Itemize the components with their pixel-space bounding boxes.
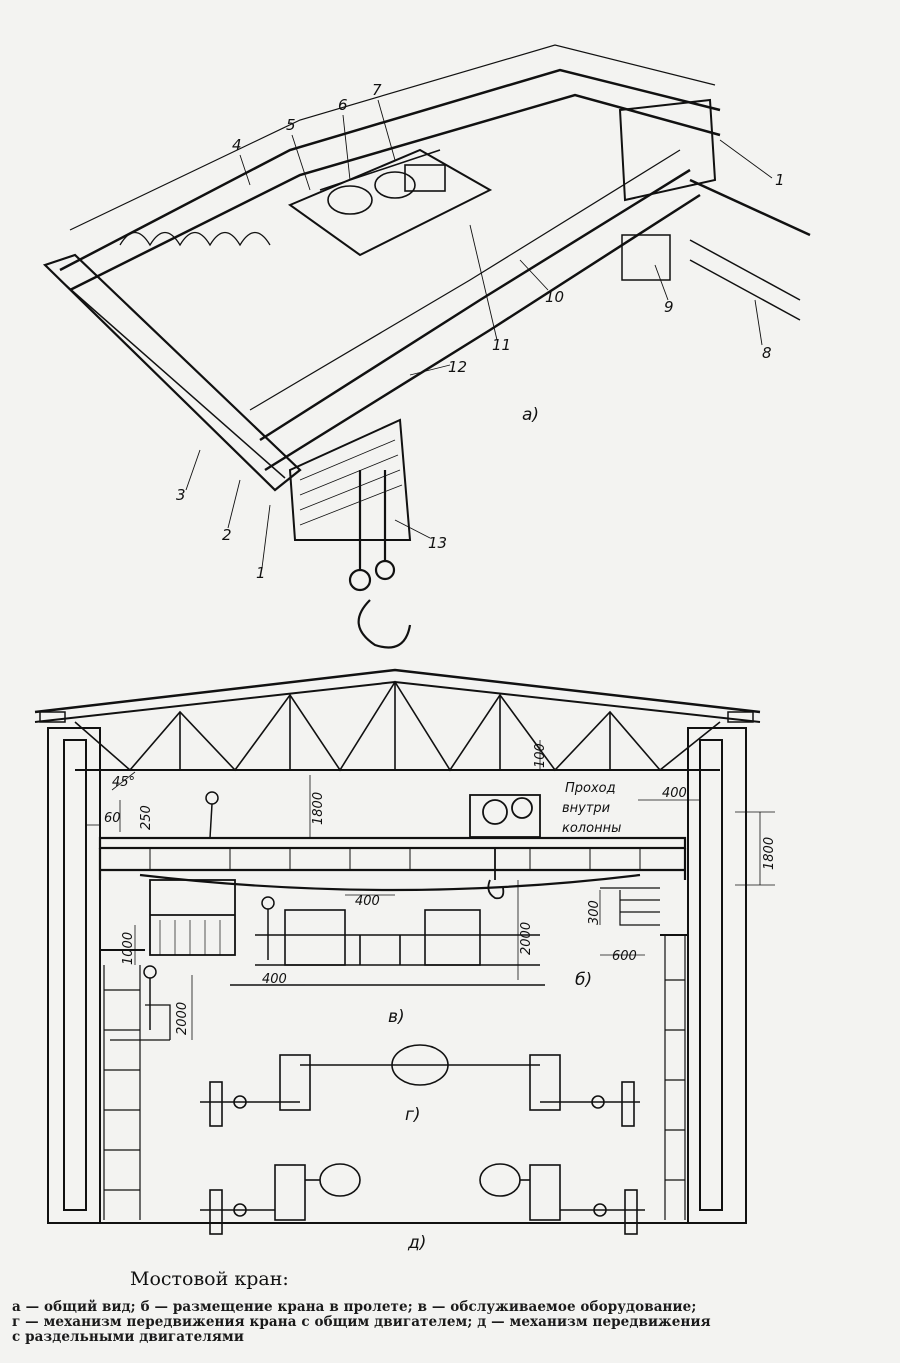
sublabel-v: в) xyxy=(388,1007,405,1027)
callout-10: 10 xyxy=(545,288,564,306)
callout-6: 6 xyxy=(338,96,348,114)
dim-250: 250 xyxy=(139,805,154,830)
caption-line-3: с раздельными двигателями xyxy=(12,1329,244,1345)
sublabel-b: б) xyxy=(575,970,592,990)
trolley xyxy=(469,794,541,900)
operator-cab xyxy=(288,418,412,541)
dim-1800-right: 1800 xyxy=(762,837,777,870)
callout-1-bottom: 1 xyxy=(256,564,266,582)
callout-7: 7 xyxy=(372,81,382,99)
drive-separate-motors xyxy=(200,1163,645,1235)
dim-60: 60 xyxy=(104,811,121,826)
callout-9: 9 xyxy=(664,298,674,316)
callout-5: 5 xyxy=(286,116,296,134)
crane-bridge xyxy=(98,836,687,892)
callout-2: 2 xyxy=(222,526,232,544)
dim-100: 100 xyxy=(533,743,548,768)
dim-1800-left: 1800 xyxy=(311,792,326,825)
crane-bay-section: 45° 250 60 1800 100 400 1800 400 2000 30… xyxy=(34,668,777,1224)
dim-2000-mid: 2000 xyxy=(519,922,534,955)
front-girder-lower xyxy=(264,193,701,472)
cab-section xyxy=(149,879,236,956)
callout-8: 8 xyxy=(762,344,772,362)
callout-1-top: 1 xyxy=(775,171,785,189)
caption-text: а — общий вид; б — размещение крана в пр… xyxy=(12,1300,892,1345)
dim-600: 600 xyxy=(612,949,637,964)
dim-1000: 1000 xyxy=(121,932,136,965)
roof-line xyxy=(34,668,761,714)
rear-girder-lower xyxy=(69,93,721,292)
end-carriage-right xyxy=(618,98,717,202)
passage-note-2: внутри xyxy=(562,801,610,816)
rear-girder xyxy=(59,68,721,272)
passage-note-3: колонны xyxy=(562,821,621,836)
caption-line-1: а — общий вид; б — размещение крана в пр… xyxy=(12,1299,697,1315)
end-carriage-left xyxy=(42,253,302,492)
dim-2000-left: 2000 xyxy=(175,1002,190,1035)
callout-11: 11 xyxy=(492,336,511,354)
caption-line-2: г — механизм передвижения крана с общим … xyxy=(12,1314,711,1330)
crane-general-view: 1 2 3 4 5 6 7 8 9 10 11 12 13 1 а) xyxy=(42,44,811,649)
dim-400-bottom: 400 xyxy=(262,972,287,987)
callout-3: 3 xyxy=(176,486,186,504)
sublabel-a: а) xyxy=(522,405,539,425)
passage-note-1: Проход xyxy=(565,781,616,796)
callout-4: 4 xyxy=(232,136,242,154)
caption-title: Мостовой кран: xyxy=(130,1268,289,1290)
hook-block xyxy=(348,470,412,649)
sublabel-d: д) xyxy=(407,1233,426,1253)
dim-300: 300 xyxy=(587,900,602,925)
dim-400-mid: 400 xyxy=(355,894,380,909)
dim-45deg: 45° xyxy=(112,775,135,790)
trolley-platform xyxy=(287,148,493,257)
sublabel-g: г) xyxy=(405,1105,421,1125)
serviced-equipment xyxy=(230,909,545,986)
runway-rail xyxy=(689,178,811,237)
drive-common-motor xyxy=(200,1044,640,1127)
column-right xyxy=(660,727,747,1224)
front-girder xyxy=(259,168,691,442)
callout-13: 13 xyxy=(428,534,447,552)
dim-400-top: 400 xyxy=(662,786,687,801)
cab-ladder xyxy=(621,234,671,281)
crane-figure: 1 2 3 4 5 6 7 8 9 10 11 12 13 1 а) xyxy=(34,44,811,1253)
figure-person xyxy=(143,791,275,1030)
callout-12: 12 xyxy=(448,358,467,376)
roof-truss xyxy=(74,680,721,772)
column-left xyxy=(47,727,145,1224)
